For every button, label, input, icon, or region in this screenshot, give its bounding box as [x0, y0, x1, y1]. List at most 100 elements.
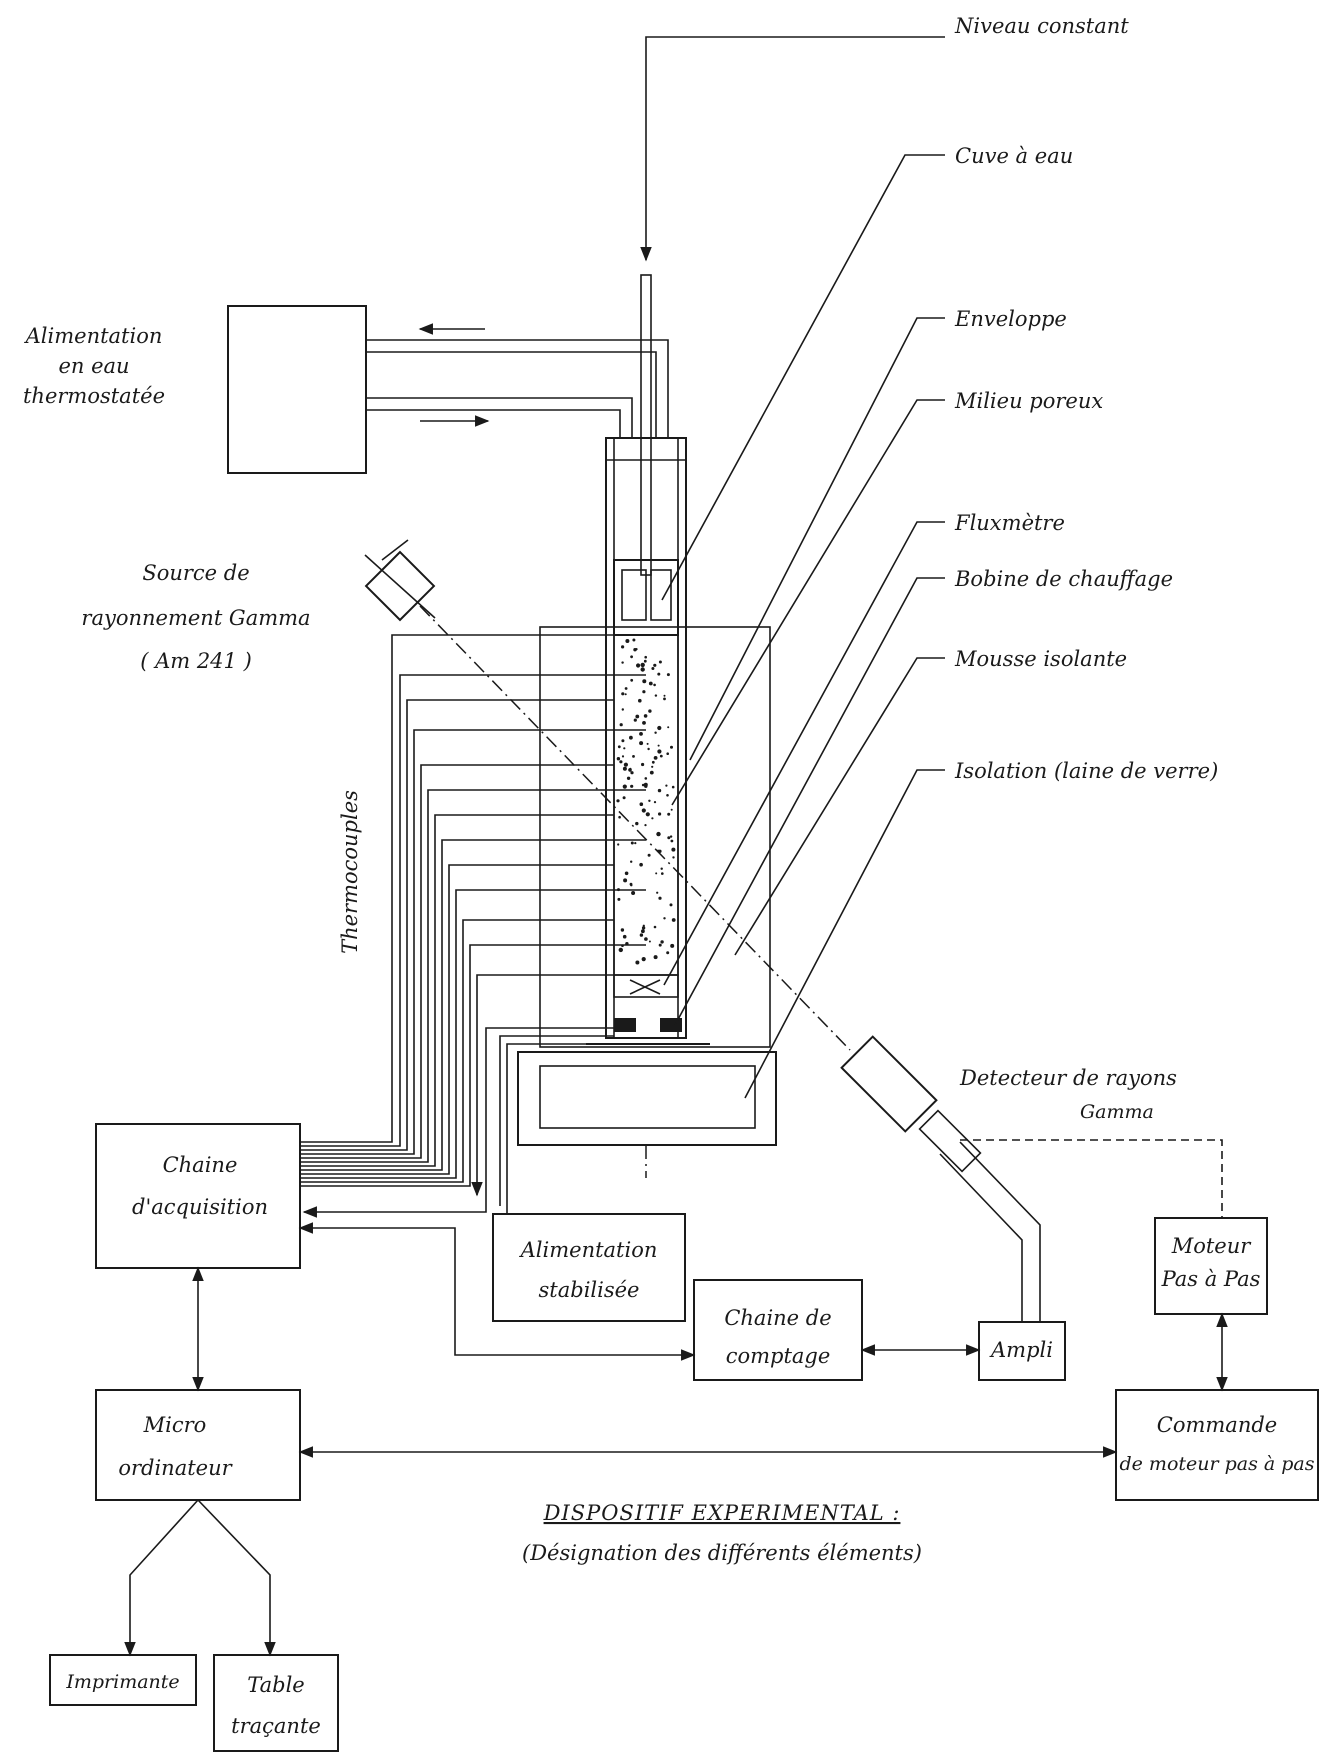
porous-grain: [618, 947, 623, 953]
porous-grain: [616, 757, 621, 761]
porous-grain: [635, 960, 640, 965]
label-alimentation-eau-line1: Alimentation: [24, 324, 163, 348]
printer-box: [49, 1654, 197, 1706]
porous-grain: [632, 755, 635, 758]
porous-grain: [624, 871, 629, 876]
porous-grain: [639, 741, 644, 746]
label-mousse-isolante: Mousse isolante: [954, 647, 1127, 671]
porous-grain: [671, 785, 675, 789]
porous-grain: [646, 742, 649, 745]
stepper-command-line2: de moteur pas à pas: [1119, 1453, 1314, 1475]
porous-grain: [639, 732, 643, 736]
microcomputer-line2: ordinateur: [118, 1456, 233, 1480]
porous-grain: [657, 672, 661, 676]
porous-grain: [635, 821, 639, 826]
porous-grain: [640, 667, 645, 672]
porous-grain: [656, 831, 661, 837]
gamma-beam: [419, 605, 851, 1051]
stabilized-supply-box: [492, 1213, 686, 1322]
porous-grain: [658, 896, 662, 900]
acquisition-chain-box: [95, 1123, 301, 1269]
porous-grain: [670, 808, 673, 811]
porous-grain: [658, 660, 662, 664]
porous-grain: [653, 955, 658, 960]
ampli-label: Ampli: [989, 1338, 1053, 1362]
porous-grain: [623, 878, 628, 883]
porous-grain: [658, 812, 662, 816]
porous-grain: [649, 770, 654, 775]
porous-grain: [648, 681, 653, 686]
label-enveloppe: Enveloppe: [954, 307, 1067, 331]
label-isolation: Isolation (laine de verre): [954, 759, 1218, 783]
porous-medium-dots: [616, 638, 676, 965]
porous-grain: [641, 957, 646, 962]
porous-grain: [653, 925, 657, 929]
porous-grain: [671, 918, 676, 922]
porous-grain: [639, 933, 644, 937]
porous-grain: [670, 839, 674, 843]
porous-grain: [667, 836, 671, 840]
porous-grain: [616, 799, 620, 803]
porous-grain: [644, 937, 648, 941]
ampli-box: [978, 1321, 1066, 1381]
porous-grain: [618, 815, 621, 819]
label-detecteur-line2: Gamma: [1080, 1101, 1154, 1123]
porous-grain: [665, 784, 668, 787]
caption-subtitle: (Désignation des différents éléments): [522, 1541, 922, 1565]
porous-grain: [621, 645, 625, 649]
printer-label: Imprimante: [65, 1671, 179, 1693]
porous-grain: [647, 747, 650, 751]
stepper-command-box: [1115, 1389, 1319, 1501]
stabilized-supply-line2: stabilisée: [539, 1278, 640, 1302]
porous-grain: [622, 934, 627, 939]
porous-grain: [623, 747, 626, 750]
porous-grain: [630, 655, 633, 659]
label-source-line3: ( Am 241 ): [140, 649, 252, 673]
porous-grain: [635, 714, 640, 719]
porous-grain: [617, 897, 621, 901]
plotter-line1: Table: [247, 1673, 304, 1697]
counting-chain-line2: comptage: [726, 1344, 831, 1368]
plotter-box: [213, 1654, 339, 1752]
porous-grain: [619, 723, 623, 727]
gamma-source: [364, 539, 851, 1051]
porous-grain: [641, 762, 645, 767]
label-fluxmetre: Fluxmètre: [954, 511, 1065, 535]
porous-grain: [641, 783, 645, 787]
porous-grain: [651, 667, 655, 670]
porous-grain: [642, 679, 647, 684]
label-alimentation-eau-line2: en eau: [58, 354, 129, 378]
porous-grain: [630, 678, 634, 682]
acquisition-chain-line1: Chaine: [163, 1153, 238, 1177]
porous-grain: [663, 697, 666, 701]
microcomputer-box: [95, 1389, 301, 1501]
label-thermocouples: Thermocouples: [338, 790, 362, 954]
porous-grain: [630, 784, 634, 788]
porous-grain: [624, 693, 627, 696]
gamma-detector: [840, 1035, 1223, 1322]
porous-grain: [670, 745, 673, 749]
porous-grain: [653, 683, 656, 687]
porous-grain: [629, 735, 633, 740]
porous-grain: [657, 725, 662, 731]
porous-grain: [644, 655, 647, 659]
porous-grain: [651, 760, 655, 764]
porous-grain: [667, 812, 671, 816]
label-detecteur-line1: Detecteur de rayons: [959, 1066, 1177, 1090]
thermocouple-wires: [300, 634, 614, 1218]
leader-lines: [661, 154, 945, 1099]
caption-title: DISPOSITIF EXPERIMENTAL :: [543, 1501, 901, 1525]
porous-grain: [640, 662, 645, 668]
porous-grain: [669, 903, 673, 907]
porous-grain: [632, 638, 636, 642]
porous-grain: [639, 802, 644, 806]
porous-grain: [654, 694, 658, 697]
porous-grain: [660, 867, 663, 870]
porous-grain: [672, 856, 675, 859]
porous-grain: [648, 799, 651, 802]
porous-grain: [620, 928, 625, 932]
label-bobine-de-chauffage: Bobine de chauffage: [954, 567, 1173, 591]
microcomputer-line1: Micro: [143, 1413, 207, 1437]
porous-grain: [645, 812, 650, 817]
